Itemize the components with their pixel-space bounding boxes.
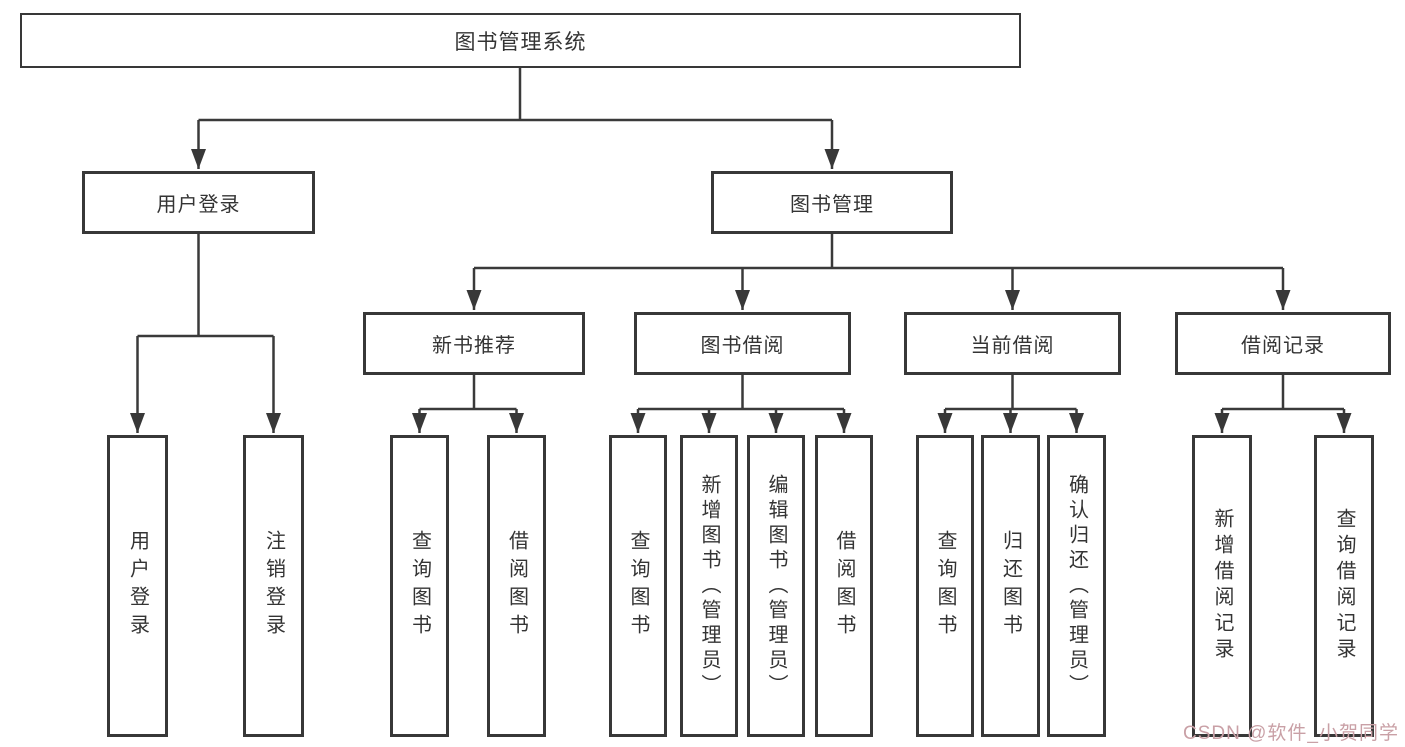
connector-current-rail [945,375,1077,411]
leaf-query-book: 查询图书 [609,435,667,737]
node-new-book-recommend: 新书推荐 [363,312,585,375]
node-book-management: 图书管理 [711,171,953,234]
node-current-borrow: 当前借阅 [904,312,1121,375]
leaf-confirm-return-admin: 确认归还（管理员） [1047,435,1106,737]
csdn-watermark: CSDN @软件_小贺同学 [1183,723,1399,744]
connector-bookmgmt-rail [474,234,1283,270]
node-root-library-system: 图书管理系统 [20,13,1021,68]
leaf-query-borrow-record: 查询借阅记录 [1314,435,1374,737]
node-borrow-records: 借阅记录 [1175,312,1391,375]
leaf-return-book: 归还图书 [981,435,1040,737]
connector-userlogin-rail [137,234,274,338]
leaf-user-login: 用户登录 [107,435,168,737]
node-book-borrow: 图书借阅 [634,312,851,375]
leaf-add-borrow-record: 新增借阅记录 [1192,435,1252,737]
connector-root-stem [198,68,832,122]
leaf-borrow-book: 借阅图书 [487,435,546,737]
leaf-add-book-admin: 新增图书（管理员） [680,435,738,737]
leaf-query-book: 查询图书 [916,435,974,737]
leaf-logout: 注销登录 [243,435,304,737]
leaf-query-book: 查询图书 [390,435,449,737]
node-user-login: 用户登录 [82,171,315,234]
leaf-edit-book-admin: 编辑图书（管理员） [747,435,805,737]
connector-records-rail [1222,375,1344,411]
connector-newbook-rail [419,375,517,411]
connector-borrow-rail [638,375,844,411]
leaf-borrow-book: 借阅图书 [815,435,873,737]
